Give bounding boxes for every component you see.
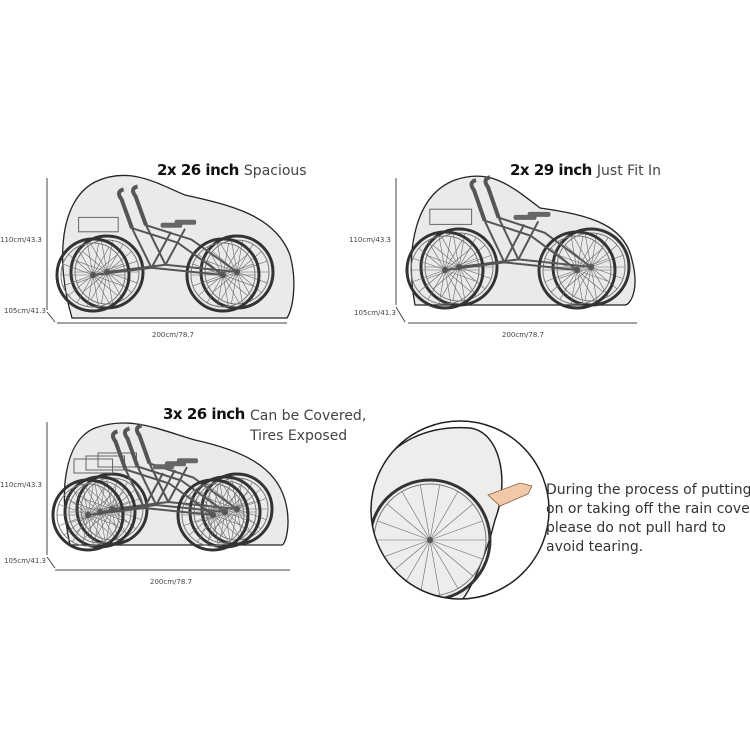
- cover-outline: [410, 175, 636, 306]
- width-label: 200cm/78.7: [150, 578, 192, 586]
- cover-outline: [61, 174, 295, 319]
- wheel: [51, 478, 125, 552]
- warning-line: During the process of putting: [546, 482, 750, 498]
- size-label: 3x 26 inch: [163, 405, 245, 423]
- fit-label: Can be Covered, Tires Exposed: [250, 406, 366, 446]
- wheel: [537, 230, 617, 310]
- wheel: [176, 478, 250, 552]
- height-label: 110cm/43.3: [0, 481, 42, 489]
- panel-1-title: 2x 26 inch Spacious: [157, 160, 307, 179]
- bicycle-icon: [371, 478, 492, 599]
- height-label: 110cm/43.3: [349, 236, 391, 244]
- depth-line: [395, 306, 406, 323]
- fit-label: Just Fit In: [596, 163, 662, 179]
- width-label: 200cm/78.7: [152, 331, 194, 339]
- width-label: 200cm/78.7: [502, 331, 544, 339]
- hand-icon: [487, 482, 533, 507]
- fit-label-line: Tires Exposed: [250, 428, 348, 444]
- wheel: [405, 230, 485, 310]
- depth-label: 105cm/41.3: [4, 307, 46, 315]
- panel-2-title: 2x 29 inch Just Fit In: [510, 160, 661, 179]
- warning-line: on or taking off the rain cover,: [546, 501, 750, 517]
- size-label: 2x 26 inch: [157, 161, 239, 179]
- warning-line: avoid tearing.: [546, 539, 644, 555]
- height-label: 110cm/43.3: [0, 236, 42, 244]
- depth-label: 105cm/41.3: [354, 309, 396, 317]
- wheel: [371, 478, 492, 599]
- warning-line: please do not pull hard to: [546, 520, 726, 536]
- bicycle-icon: [55, 187, 261, 313]
- warning-note: During the process of putting on or taki…: [546, 481, 750, 557]
- fit-label: Spacious: [243, 163, 307, 179]
- depth-label: 105cm/41.3: [4, 557, 46, 565]
- depth-line: [46, 311, 56, 323]
- panel-1-drawing: [46, 174, 295, 324]
- wheel: [55, 237, 131, 313]
- wheel: [185, 237, 261, 313]
- bicycle-icon: [405, 178, 617, 310]
- fit-label-line: Can be Covered,: [250, 408, 367, 424]
- bicycle-icon: [419, 175, 631, 307]
- panel-3-drawing: [46, 422, 290, 571]
- panel-4-detail: [370, 420, 550, 600]
- size-label: 2x 29 inch: [510, 161, 592, 179]
- depth-line: [46, 556, 56, 569]
- bicycle-icon: [51, 429, 250, 552]
- panel-2-drawing: [395, 175, 637, 324]
